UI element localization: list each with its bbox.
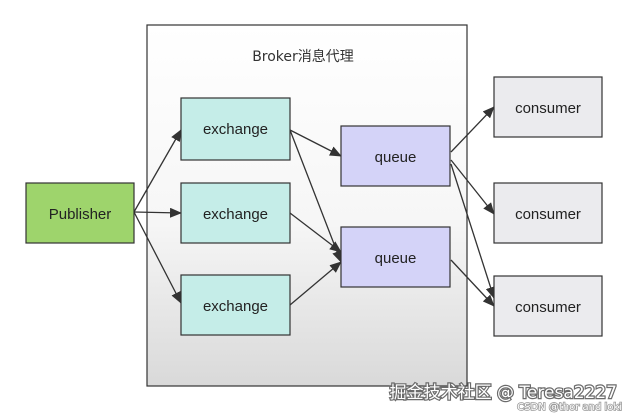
exchange-label-2: exchange [203, 206, 268, 223]
publisher-box [25, 182, 135, 244]
consumer-box-1 [493, 76, 603, 138]
connectors [133, 106, 496, 307]
arrow-publisher-to-exchange-3 [133, 211, 182, 304]
arrow-queue-1-to-consumer-1 [450, 106, 495, 153]
consumer-label-2: consumer [515, 206, 581, 223]
arrow-queue-1-to-consumer-2 [450, 159, 495, 215]
queue-box-2 [340, 226, 451, 288]
consumer-label-1: consumer [515, 100, 581, 117]
watermark-sub: CSDN @thor and loki [517, 402, 622, 413]
exchange-box-1 [180, 97, 291, 161]
exchange-label-3: exchange [203, 298, 268, 315]
consumer-box-3 [493, 275, 603, 337]
consumer-box-2 [493, 182, 603, 244]
queue-label-2: queue [375, 250, 417, 267]
consumer-label-3: consumer [515, 299, 581, 316]
arrow-exchange-1-to-queue-1 [289, 129, 342, 157]
queue-box-1 [340, 125, 451, 187]
arrow-exchange-1-to-queue-2 [289, 129, 342, 263]
arrow-queue-2-to-consumer-3 [450, 259, 495, 307]
exchange-box-2 [180, 182, 291, 244]
watermark-main: 掘金技术社区 @ Teresa2227 [390, 383, 617, 403]
exchange-label-1: exchange [203, 121, 268, 138]
arrow-exchange-3-to-queue-2 [289, 261, 342, 306]
arrow-exchange-2-to-queue-2 [289, 212, 342, 253]
publisher-label: Publisher [49, 206, 112, 223]
broker-title: Broker消息代理 [252, 48, 354, 65]
queue-label-1: queue [375, 149, 417, 166]
arrow-publisher-to-exchange-2 [133, 207, 182, 218]
exchange-box-3 [180, 274, 291, 336]
arrow-queue-1-to-consumer-3 [450, 163, 496, 299]
arrow-publisher-to-exchange-1 [133, 129, 182, 213]
